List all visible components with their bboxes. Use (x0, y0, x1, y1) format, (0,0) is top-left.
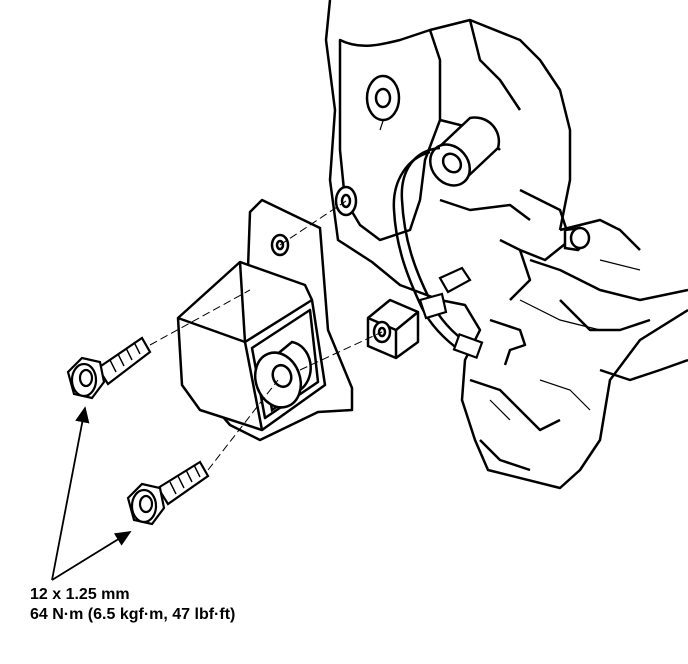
engine-cylinder-boss (428, 116, 501, 187)
engine-mount-boss (365, 74, 401, 122)
cable-clip (418, 266, 484, 360)
callout-arrows (51, 406, 132, 581)
spacer-block (366, 298, 420, 360)
assembly-lines (149, 200, 383, 471)
engine-small-boss (563, 226, 591, 252)
engine-detail-lines (379, 99, 641, 421)
torque-spec-label: 64 N·m (6.5 kgf·m, 47 lbf·ft) (30, 606, 236, 623)
bolt-size-label: 12 x 1.25 mm (30, 586, 130, 603)
ground-cable (392, 146, 471, 354)
bolt-lower (126, 460, 210, 526)
engine-block (324, 0, 688, 490)
mount-bushing (253, 340, 312, 413)
bolt-upper (66, 336, 152, 400)
